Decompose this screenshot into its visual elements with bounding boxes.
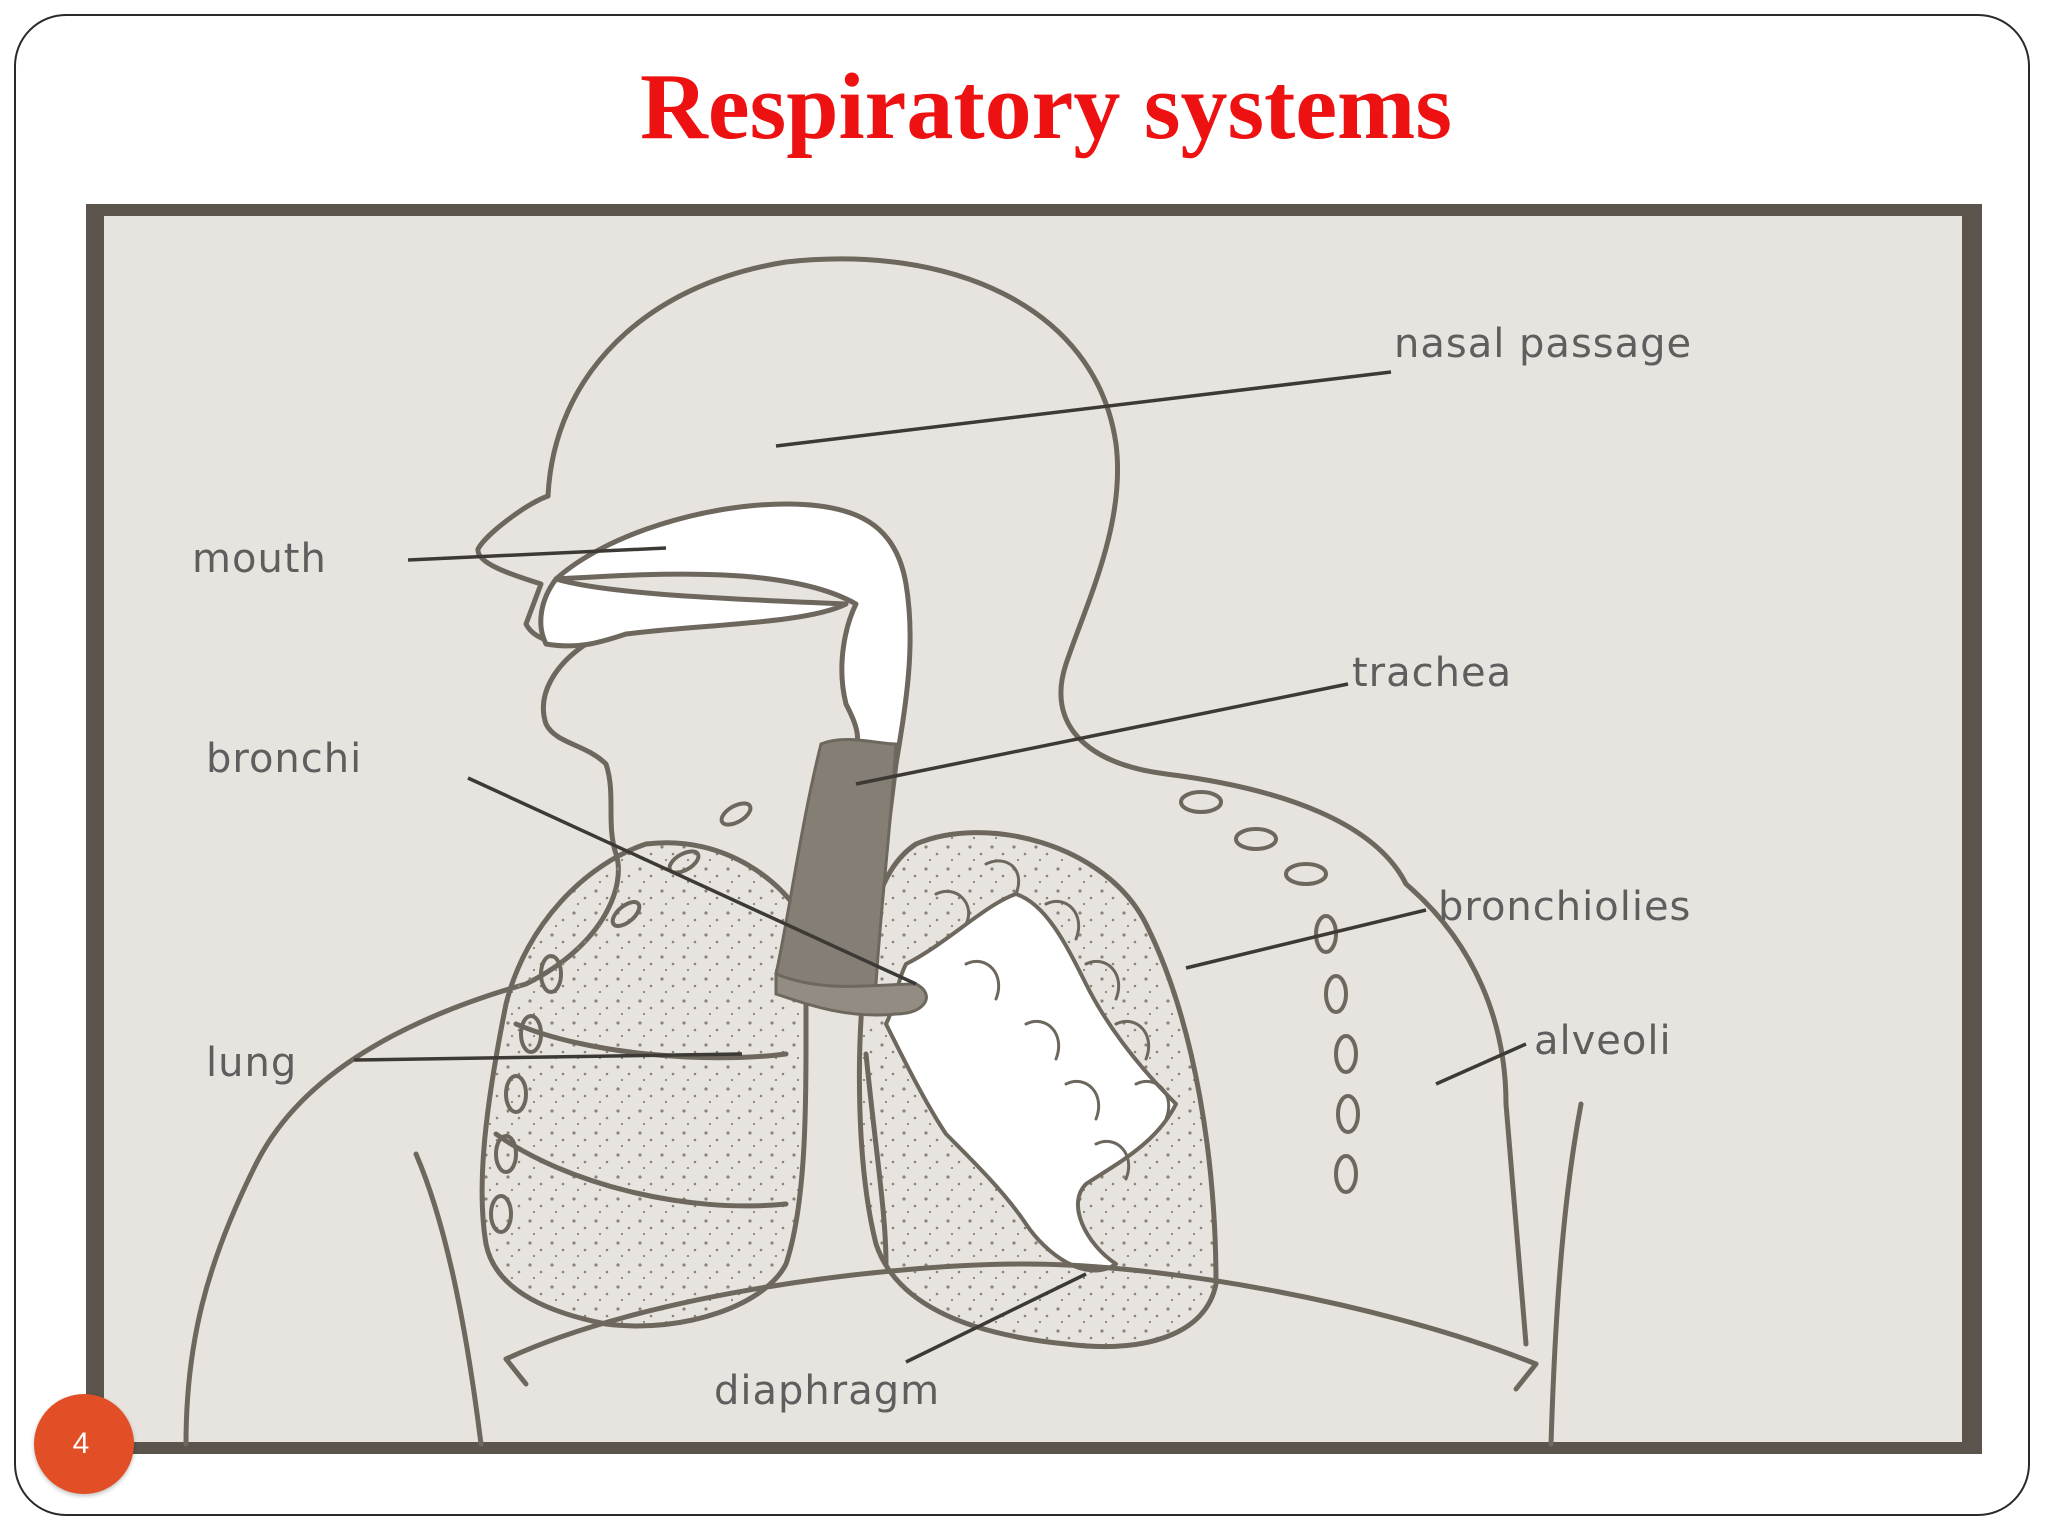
bronchiolies-leader <box>1185 908 1427 970</box>
rib-ovals <box>489 790 1360 1234</box>
body-outline-face <box>183 493 621 1447</box>
diaphragm <box>503 1261 1539 1367</box>
label-trachea: trachea <box>1352 650 1512 696</box>
label-lung: lung <box>206 1040 297 1086</box>
label-mouth: mouth <box>192 536 327 582</box>
label-diaphragm: diaphragm <box>714 1368 940 1414</box>
slide-title: Respiratory systems <box>640 55 1452 159</box>
bronchiole-tree <box>884 892 1178 1273</box>
label-nasal-passage: nasal passage <box>1394 321 1692 367</box>
trachea-leader <box>855 682 1349 786</box>
leader-lines <box>353 370 1527 1364</box>
trachea-shape <box>774 738 898 997</box>
diagram-svg: nasal passage mouth trachea bronchi bron… <box>86 204 1982 1454</box>
label-bronchi: bronchi <box>206 736 362 782</box>
diaphragm-leader <box>905 1272 1087 1364</box>
body-outline-head <box>545 256 1529 1347</box>
nasal-passage-leader <box>775 370 1392 448</box>
slide-number: 4 <box>72 1427 90 1460</box>
bronchi-leader <box>467 776 917 986</box>
label-bronchiolies: bronchiolies <box>1438 884 1691 930</box>
respiratory-diagram: nasal passage mouth trachea bronchi bron… <box>86 204 1982 1454</box>
mouth-leader <box>407 546 667 562</box>
lung-leader <box>353 1052 743 1062</box>
mouth-shape <box>538 576 849 649</box>
label-alveoli: alveoli <box>1534 1018 1672 1064</box>
alveoli-leader <box>1435 1042 1527 1086</box>
slide-number-badge: 4 <box>34 1394 134 1494</box>
bronchi-shape <box>774 971 928 1017</box>
